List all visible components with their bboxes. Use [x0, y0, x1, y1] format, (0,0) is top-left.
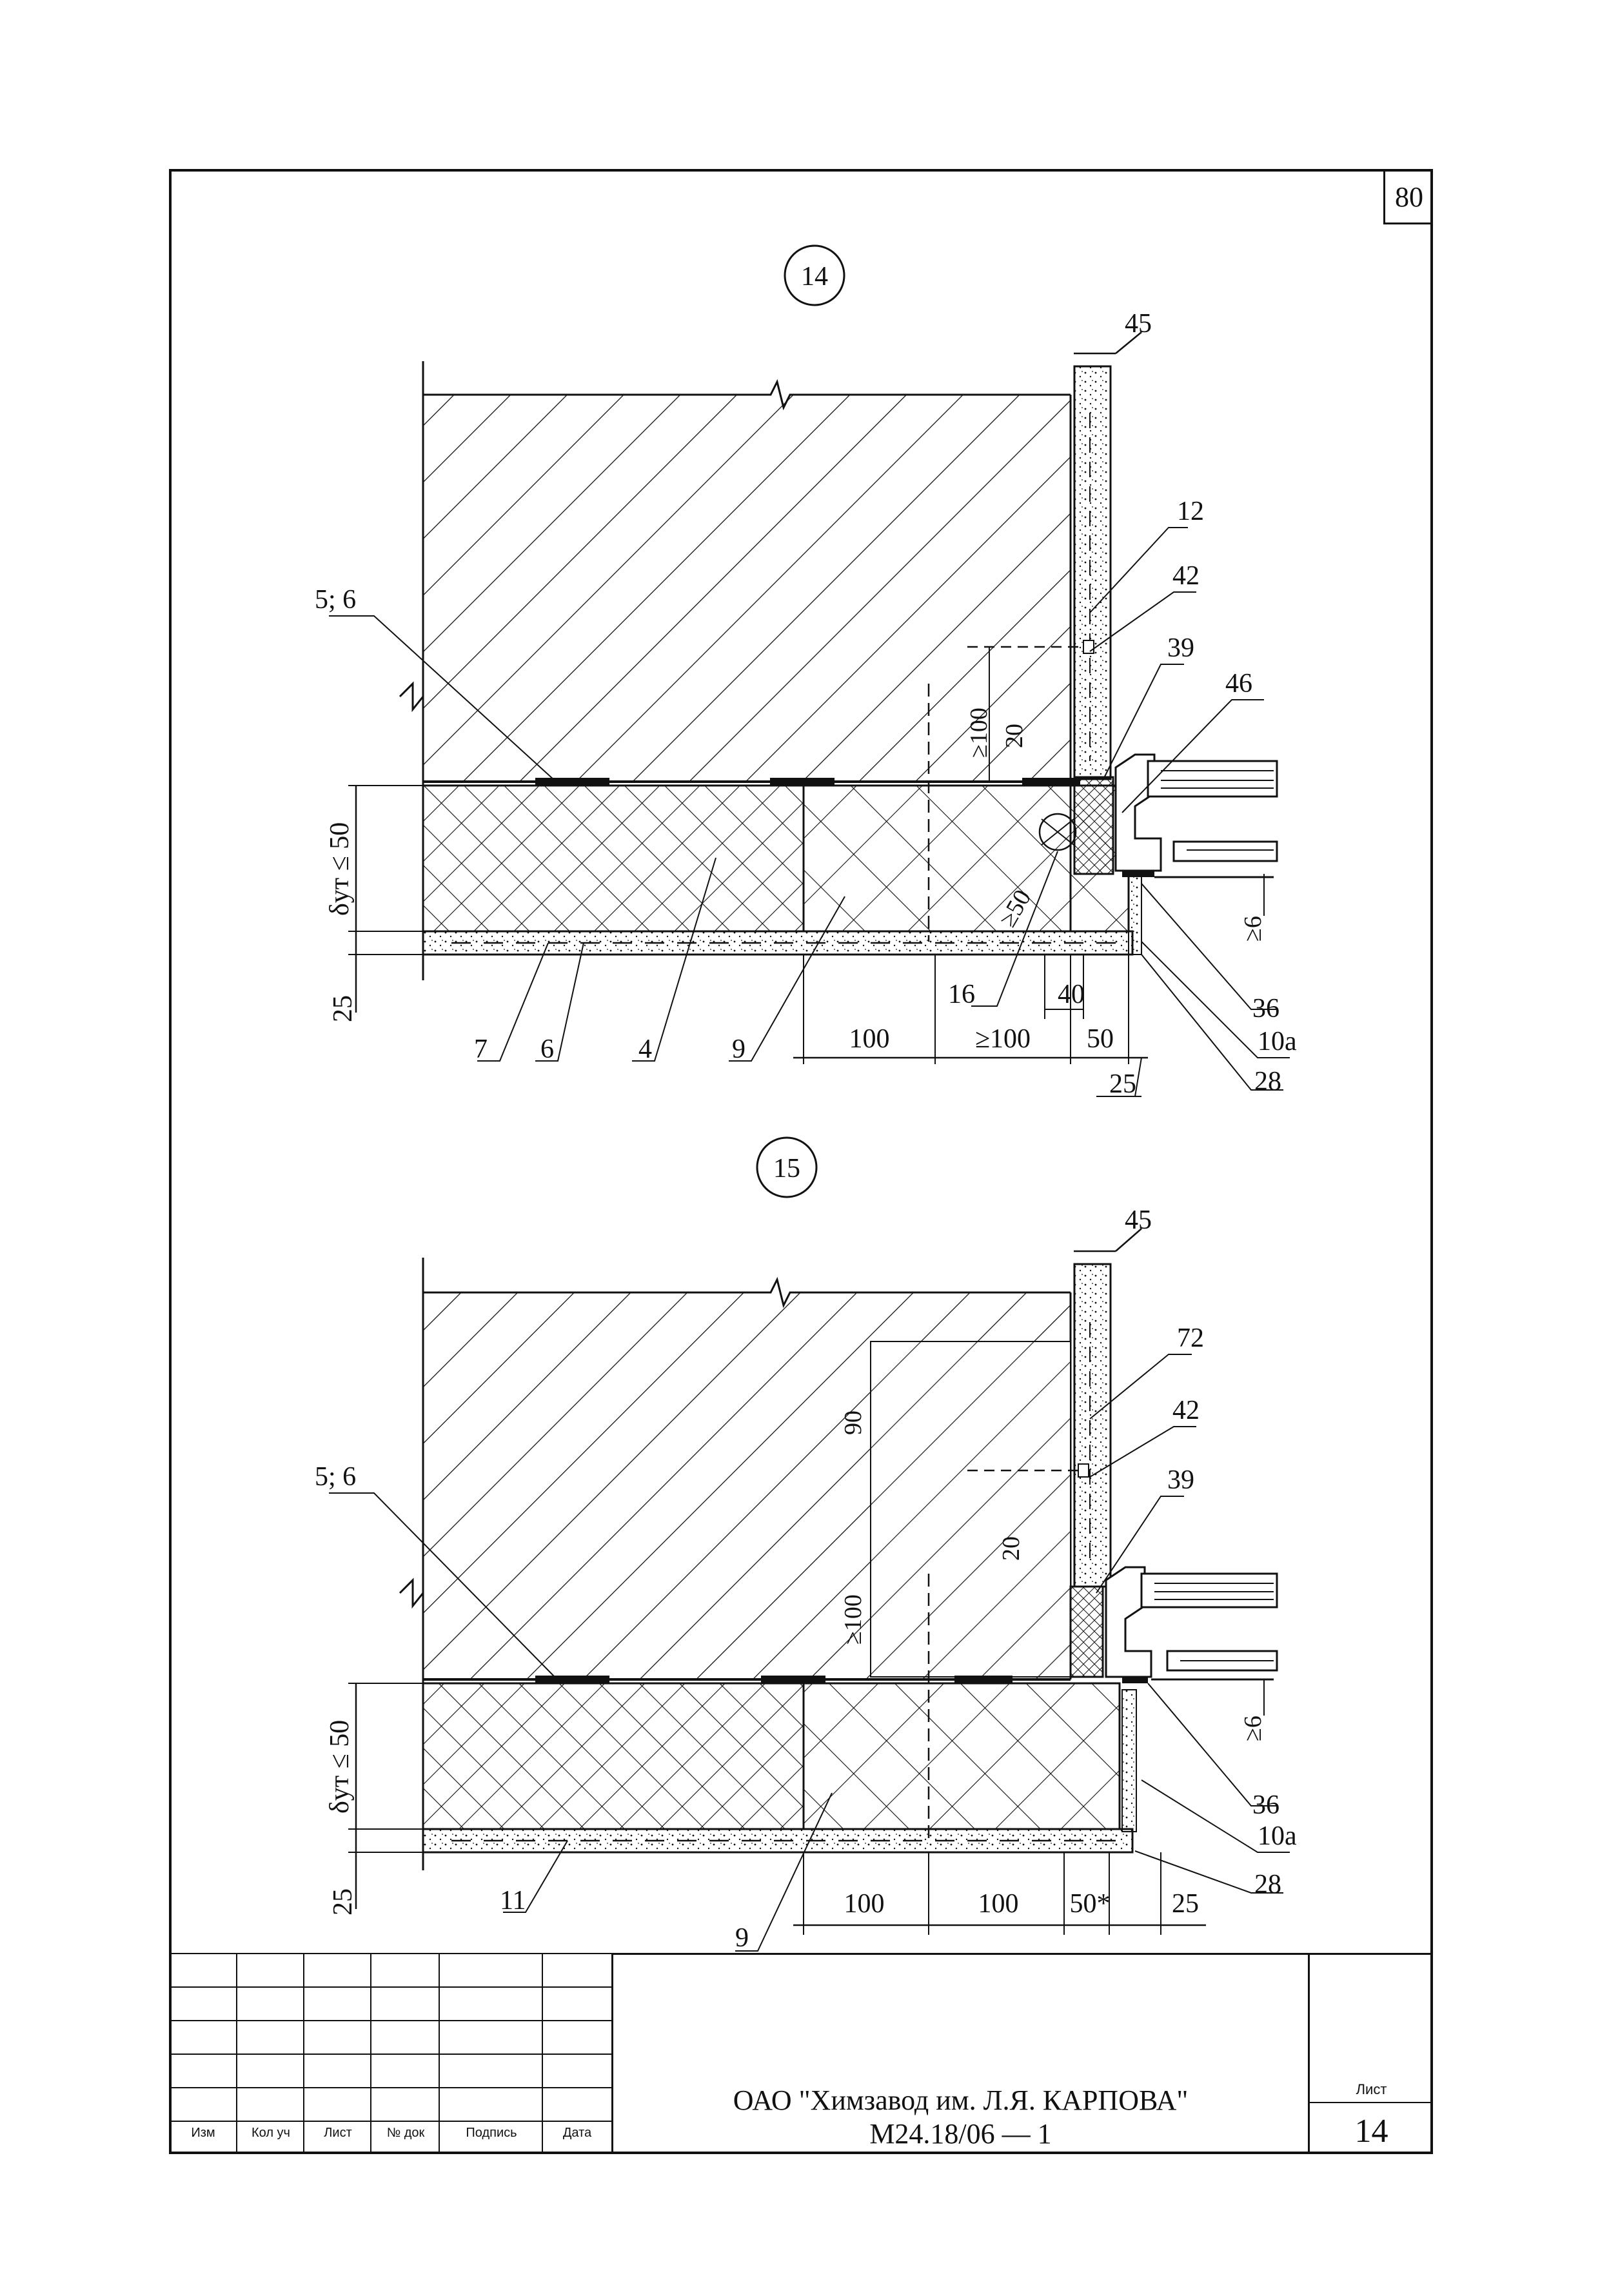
dim-25-vertical: 25 — [328, 995, 358, 1022]
dim-20: 20 — [998, 1536, 1025, 1561]
callout-11: 11 — [500, 1886, 526, 1915]
callout-5-6: 5; 6 — [315, 585, 356, 615]
dim-delta: δут ≤ 50 — [325, 822, 355, 916]
dim-ge6: ≥6 — [1240, 1716, 1267, 1741]
window-profile — [1105, 1566, 1152, 1678]
sheet-number: 14 — [1354, 2113, 1388, 2150]
dim-100b: 100 — [978, 1889, 1019, 1919]
detail-14-marker-text: 14 — [801, 262, 828, 292]
title-cell: ОАО "Химзавод им. Л.Я. КАРПОВА" М24.18/0… — [611, 1953, 1308, 2154]
window-frame-upper — [1140, 1572, 1278, 1608]
header-izm: Изм — [191, 2126, 215, 2140]
dim-25: 25 — [1109, 1069, 1136, 1099]
dim-50: 50 — [1087, 1024, 1114, 1054]
dim-ge6: ≥6 — [1240, 916, 1267, 942]
callout-42: 42 — [1172, 561, 1200, 591]
callout-36: 36 — [1252, 994, 1279, 1024]
insulation-layer — [422, 1682, 805, 1830]
callout-46: 46 — [1225, 669, 1252, 698]
header-date: Дата — [562, 2126, 592, 2140]
detail-15-marker-text: 15 — [773, 1154, 800, 1183]
detail-15: 15 45 — [315, 1136, 1297, 1953]
callout-72: 72 — [1177, 1323, 1204, 1353]
detail-14: 14 — [315, 244, 1297, 1099]
callout-12: 12 — [1177, 497, 1204, 526]
dim-ge100-vertical: ≥100 — [840, 1594, 867, 1645]
callout-36: 36 — [1252, 1790, 1279, 1820]
document-code: М24.18/06 — 1 — [869, 2118, 1052, 2150]
dim-delta: δут ≤ 50 — [325, 1720, 355, 1814]
window-frame-lower — [1172, 840, 1278, 862]
callout-7: 7 — [474, 1034, 488, 1064]
sheet-cell: Лист 14 — [1308, 1953, 1433, 2154]
drawing-frame — [169, 169, 1433, 2154]
dim-45: 45 — [1125, 1205, 1152, 1235]
dim-ge100: ≥100 — [975, 1024, 1031, 1054]
window-frame-upper — [1147, 760, 1278, 798]
callout-9: 9 — [732, 1034, 746, 1064]
callout-10a: 10а — [1258, 1821, 1297, 1851]
dim-40: 40 — [1058, 980, 1085, 1009]
callout-39: 39 — [1167, 1465, 1194, 1495]
detail-14-marker — [784, 244, 845, 306]
break-line-top — [423, 379, 1071, 411]
title-block: Изм Кол уч Лист № док Подпись Дата ОАО "… — [169, 1953, 1433, 2154]
break-line-top — [423, 1276, 1071, 1309]
dim-ge100-vertical: ≥100 — [965, 708, 993, 758]
wall-section-hatch — [423, 395, 1071, 782]
header-signature: Подпись — [466, 2126, 517, 2140]
callout-16: 16 — [948, 980, 975, 1009]
dim-45: 45 — [1125, 309, 1152, 339]
callout-28: 28 — [1254, 1067, 1281, 1096]
callout-4: 4 — [638, 1034, 652, 1064]
organization-name: ОАО "Химзавод им. Л.Я. КАРПОВА" — [733, 2084, 1189, 2116]
callout-5-6: 5; 6 — [315, 1462, 356, 1492]
insulation-layer — [422, 784, 805, 933]
facade-plaster-slab — [1073, 365, 1112, 780]
dim-25: 25 — [1172, 1889, 1199, 1919]
sealant-strip — [535, 778, 609, 786]
break-line-left — [399, 681, 424, 713]
dim-50-star: 50* — [1070, 1889, 1111, 1919]
sheet-label: Лист — [1310, 2081, 1433, 2103]
sealant-strip — [770, 778, 835, 786]
callout-39: 39 — [1167, 633, 1194, 663]
window-sill-gasket — [1073, 776, 1114, 875]
header-kol-uch: Кол уч — [252, 2126, 290, 2140]
page-corner-number: 80 — [1383, 172, 1433, 224]
header-doc-no: № док — [386, 2126, 425, 2140]
anchor-16 — [1038, 813, 1077, 851]
dim-90: 90 — [840, 1410, 867, 1435]
window-sill-gasket — [1069, 1585, 1104, 1678]
break-line-left — [399, 1578, 424, 1609]
insulation-fire-barrier — [802, 784, 1072, 933]
dim-100: 100 — [849, 1024, 890, 1054]
dim-100a: 100 — [844, 1889, 885, 1919]
callout-28: 28 — [1254, 1870, 1281, 1899]
dim-25-vertical: 25 — [328, 1888, 358, 1915]
dim-20: 20 — [1001, 724, 1028, 748]
sealant-strip — [1022, 778, 1080, 786]
revision-table: Изм Кол уч Лист № док Подпись Дата — [169, 1953, 611, 2154]
header-list: Лист — [324, 2126, 352, 2140]
insulation-fire-barrier — [802, 1682, 1121, 1830]
callout-6: 6 — [540, 1034, 554, 1064]
callout-10a: 10а — [1258, 1027, 1297, 1056]
facade-plaster-slab — [1073, 1263, 1112, 1588]
callout-42: 42 — [1172, 1396, 1200, 1425]
callout-9: 9 — [735, 1923, 749, 1953]
detail-15-marker — [756, 1136, 818, 1198]
